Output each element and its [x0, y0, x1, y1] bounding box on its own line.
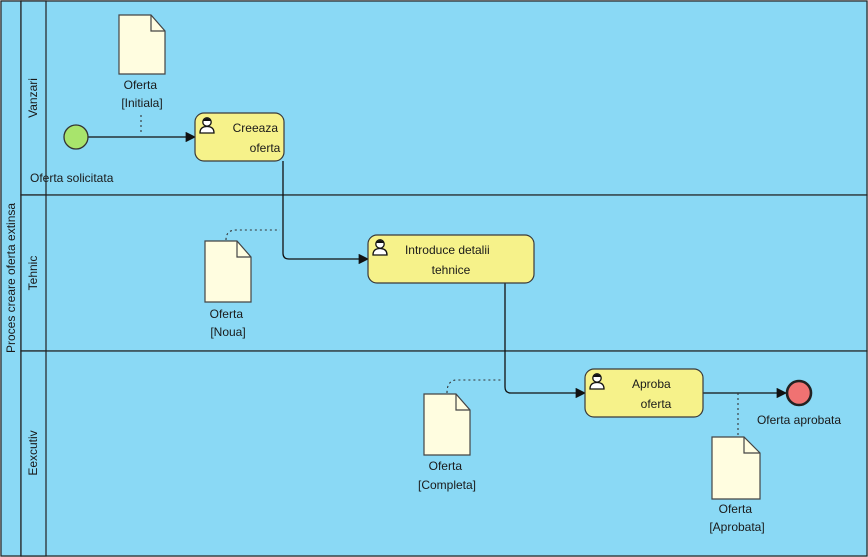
lane-label-tehnic: Tehnic: [26, 256, 40, 291]
data-object-label: Oferta [Aprobata]: [709, 502, 764, 534]
task-label: Creeaza oferta: [233, 121, 282, 155]
task-introduce-detalii-tehnice[interactable]: Introduce detalii tehnice: [367, 234, 535, 284]
associations: [140, 115, 739, 436]
start-event[interactable]: [63, 124, 89, 150]
lane-label-executiv: Eexcutiv: [26, 430, 40, 475]
association-noua: [225, 229, 280, 241]
data-object-oferta-completa[interactable]: Oferta [Completa]: [418, 393, 476, 492]
end-event-label: Oferta aprobata: [757, 413, 841, 427]
data-object-label: Oferta [Initiala]: [121, 78, 162, 110]
data-object-oferta-noua[interactable]: Oferta [Noua]: [204, 240, 252, 339]
data-object-label: Oferta [Completa]: [418, 459, 476, 492]
data-object-oferta-aprobata[interactable]: Oferta [Aprobata]: [709, 436, 765, 534]
association-completa: [446, 379, 503, 394]
start-event-label: Oferta solicitata: [30, 171, 114, 185]
flow-creeaza-to-introduce[interactable]: [282, 161, 370, 265]
task-aproba-oferta[interactable]: Aproba oferta: [584, 368, 704, 418]
pool-label: Proces creare oferta extinsa: [4, 203, 18, 353]
end-event[interactable]: [785, 379, 813, 407]
data-object-label: Oferta [Noua]: [210, 307, 247, 339]
flow-introduce-to-aproba[interactable]: [504, 283, 587, 399]
task-creeaza-oferta[interactable]: Creeaza oferta: [194, 112, 285, 162]
task-label: Introduce detalii tehnice: [405, 243, 493, 277]
task-label: Aproba oferta: [632, 377, 674, 411]
lane-label-vanzari: Vanzari: [26, 78, 40, 118]
data-object-oferta-initiala[interactable]: Oferta [Initiala]: [118, 14, 166, 110]
sequence-flows: [88, 131, 788, 399]
